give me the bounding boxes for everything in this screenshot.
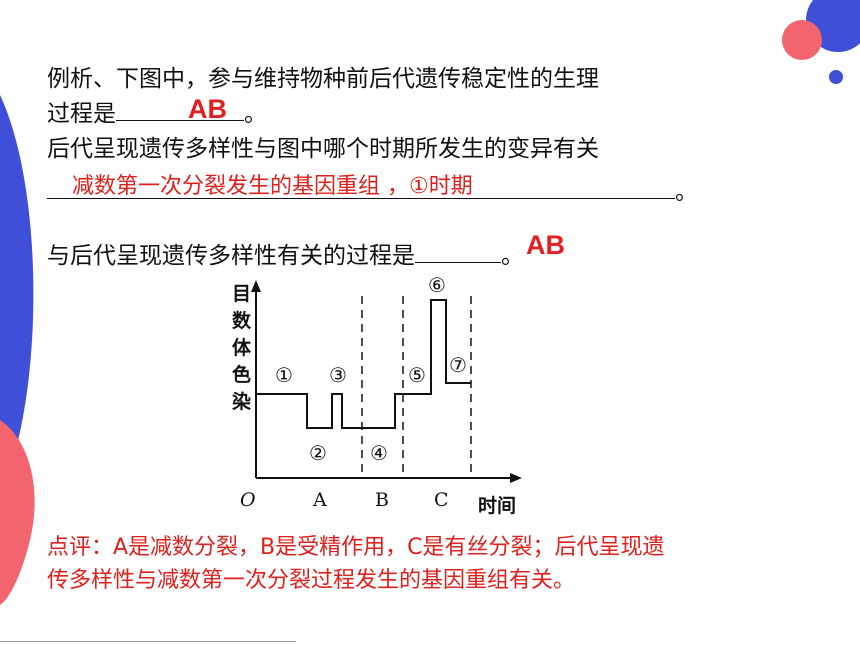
answer-blank-3 — [415, 238, 501, 263]
decoration-top-right — [782, 0, 860, 84]
stage-label-6: ⑥ — [428, 273, 446, 297]
x-axis-label: 时间 — [478, 495, 516, 517]
bottom-rule — [0, 641, 296, 642]
answer-blank-1 — [116, 96, 244, 121]
ylabel-char-5: 染 — [232, 390, 251, 413]
period-label-a: A — [312, 489, 327, 511]
ylabel-char-2: 数 — [232, 309, 252, 332]
chromosome-curve — [256, 299, 471, 429]
answer-2: 减数第一次分裂发生的基因重组 ，①时期 — [72, 174, 473, 199]
stage-label-5: ⑤ — [408, 363, 426, 387]
question-line-2: 过程是 。 — [47, 96, 267, 129]
origin-label: O — [240, 489, 256, 511]
answer-1: AB — [188, 94, 227, 124]
answer-3: AB — [526, 230, 565, 260]
period-label-c: C — [434, 489, 449, 511]
answer-blank-2 — [47, 174, 675, 199]
question-line-5: 与后代呈现遗传多样性有关的过程是 。 — [47, 238, 524, 271]
stage-label-2: ② — [309, 441, 327, 465]
ylabel-char-1: 目 — [232, 283, 251, 305]
line2-suffix: 。 — [244, 101, 267, 127]
stage-label-1: ① — [275, 363, 293, 387]
x-axis-arrow — [510, 473, 522, 483]
stage-label-3: ③ — [329, 363, 347, 387]
question-line-1: 例析、下图中，参与维持物种前后代遗传稳定性的生理 — [47, 66, 599, 92]
line5-prefix: 与后代呈现遗传多样性有关的过程是 — [47, 243, 415, 269]
y-axis-arrow — [251, 280, 261, 292]
comment-line-1: 点评：A是减数分裂，B是受精作用，C是有丝分裂；后代呈现遗 — [47, 535, 665, 560]
ylabel-char-3: 体 — [232, 336, 252, 359]
period-label-b: B — [375, 489, 389, 511]
line5-suffix: 。 — [501, 243, 524, 269]
question-line-4: 。 — [47, 174, 698, 207]
y-axis-label: 目 数 体 色 染 — [232, 283, 252, 413]
decoration-left — [0, 95, 35, 605]
stage-label-7: ⑦ — [449, 353, 467, 377]
comment-line-2: 传多样性与减数第一次分裂过程发生的基因重组有关。 — [47, 568, 576, 593]
ylabel-char-4: 色 — [232, 363, 251, 386]
line4-suffix: 。 — [675, 179, 698, 205]
stage-label-4: ④ — [370, 441, 388, 465]
line2-prefix: 过程是 — [47, 101, 116, 127]
chromosome-number-chart: 目 数 体 色 染 ① ② ③ ④ ⑤ ⑥ ⑦ O A B C 时间 — [232, 273, 522, 517]
question-line-3: 后代呈现遗传多样性与图中哪个时期所发生的变异有关 — [47, 136, 599, 162]
